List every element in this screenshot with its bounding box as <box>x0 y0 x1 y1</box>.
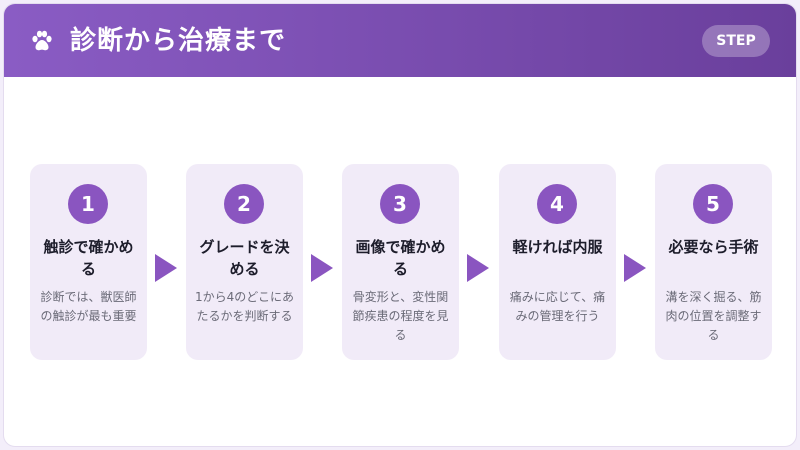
page-title: 診断から治療まで <box>70 26 287 56</box>
step-number: 5 <box>693 184 733 224</box>
arrow-right-icon <box>155 254 177 282</box>
step-description: 骨変形と、変性関節疾患の程度を見る <box>352 290 449 342</box>
arrow-right-icon <box>467 254 489 282</box>
step-number: 4 <box>537 184 577 224</box>
step-description: 診断では、獣医師の触診が最も重要 <box>40 290 137 323</box>
step-card-4: 4 軽ければ内服 痛みに応じて、痛みの管理を行う <box>499 164 616 360</box>
header-bar: 診断から治療まで STEP <box>4 4 796 77</box>
paw-icon <box>32 30 52 51</box>
card: 診断から治療まで STEP 1 触診で確かめる 診断では、獣医師の触診が最も重要… <box>3 3 797 447</box>
step-number: 1 <box>68 184 108 224</box>
step-description: 1から4のどこにあたるかを判断する <box>195 290 294 323</box>
step-title: 必要なら手術 <box>668 238 759 256</box>
step-badge: STEP <box>702 25 770 57</box>
step-description: 痛みに応じて、痛みの管理を行う <box>509 290 606 323</box>
step-title: 軽ければ内服 <box>512 238 603 256</box>
step-card-1: 1 触診で確かめる 診断では、獣医師の触診が最も重要 <box>30 164 147 360</box>
step-title: グレードを決める <box>199 238 290 278</box>
step-title: 触診で確かめる <box>43 238 134 278</box>
arrow-right-icon <box>311 254 333 282</box>
step-card-5: 5 必要なら手術 溝を深く掘る、筋肉の位置を調整する <box>655 164 772 360</box>
step-number: 2 <box>224 184 264 224</box>
step-card-3: 3 画像で確かめる 骨変形と、変性関節疾患の程度を見る <box>342 164 459 360</box>
step-title: 画像で確かめる <box>355 238 446 278</box>
step-number: 3 <box>380 184 420 224</box>
step-card-2: 2 グレードを決める 1から4のどこにあたるかを判断する <box>186 164 303 360</box>
step-description: 溝を深く掘る、筋肉の位置を調整する <box>665 290 762 342</box>
arrow-right-icon <box>624 254 646 282</box>
